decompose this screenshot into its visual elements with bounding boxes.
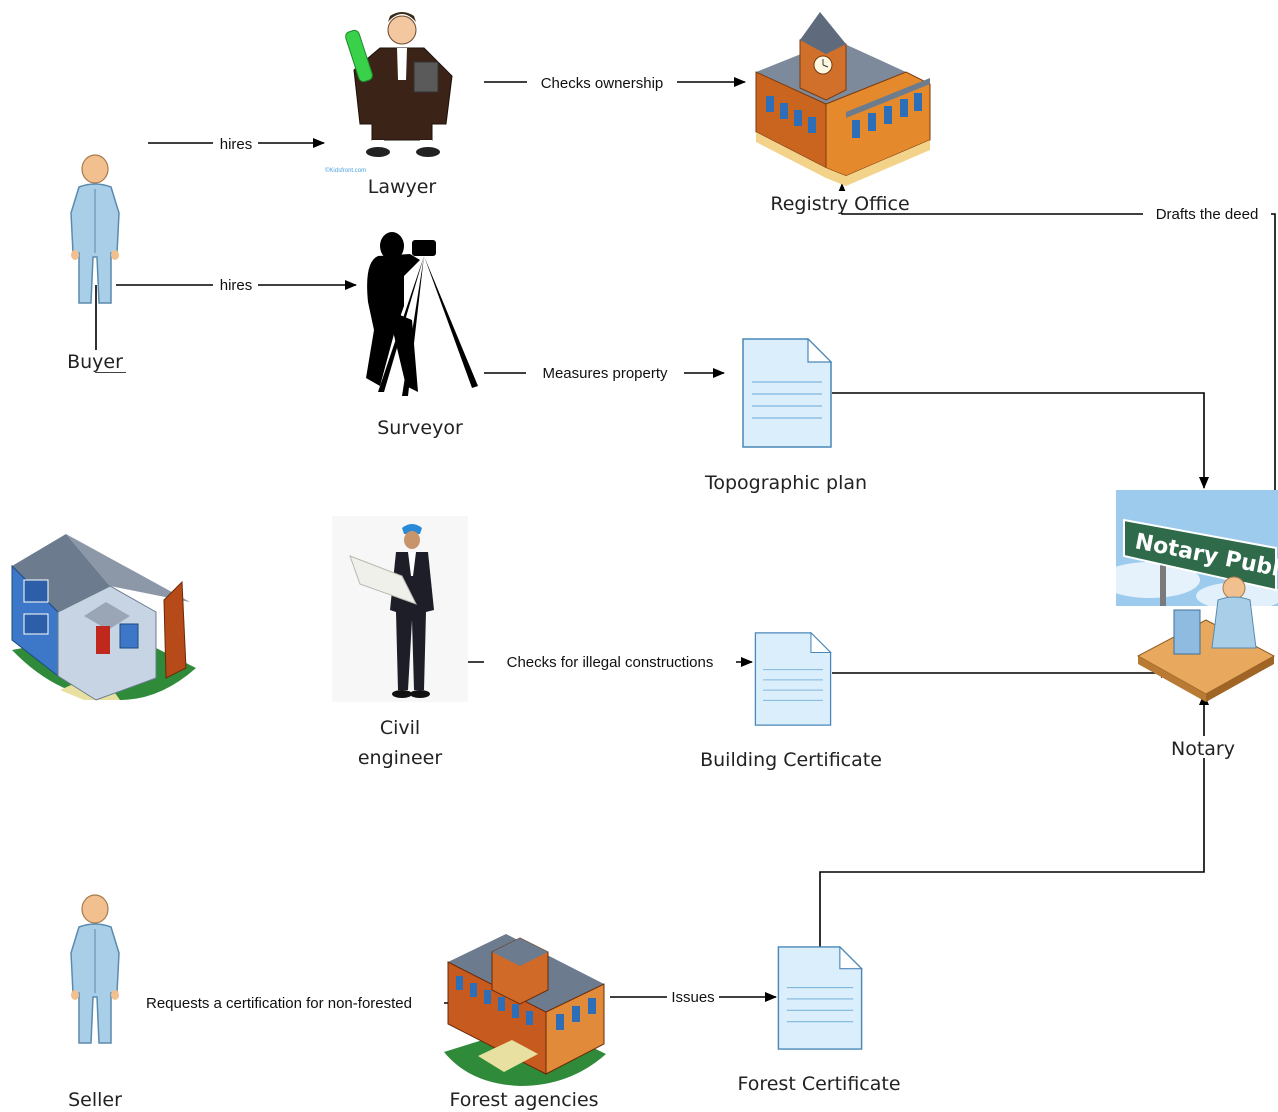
surveyor-node: Surveyor <box>366 232 478 439</box>
forest-agencies-node: Forest agencies <box>444 934 606 1111</box>
building-cert-document-icon <box>754 632 832 726</box>
forest-cert-document-icon <box>777 946 863 1050</box>
topo-label: Topographic plan <box>704 472 867 494</box>
lawyer-node: ©Kidsfront.com Lawyer <box>325 12 453 198</box>
label-engineer-building: Checks for illegal constructions <box>507 654 714 671</box>
registry-node: Registry Office <box>755 12 931 215</box>
seller-person-icon <box>70 894 120 1044</box>
topo-node: Topographic plan <box>704 338 867 494</box>
building-cert-label: Building Certificate <box>700 749 882 771</box>
house-node <box>11 534 196 701</box>
engineer-label-line2: engineer <box>358 747 442 769</box>
buyer-label: Buyer <box>67 351 123 373</box>
notary-sign-image: Notary Public <box>1100 490 1278 610</box>
lawyer-icon: ©Kidsfront.com <box>325 12 453 174</box>
edge-labels: hires hires Checks ownership Drafts the … <box>116 72 1271 1012</box>
label-seller-forest: Requests a certification for non-foreste… <box>146 995 412 1012</box>
building-cert-node: Building Certificate <box>700 632 882 771</box>
forest-cert-node: Forest Certificate <box>737 946 901 1095</box>
notary-label: Notary <box>1171 738 1235 760</box>
courthouse-icon <box>755 12 931 186</box>
surveyor-silhouette-icon <box>366 232 478 396</box>
registry-label: Registry Office <box>770 193 909 215</box>
label-surveyor-topo: Measures property <box>542 365 668 382</box>
label-lawyer-registry: Checks ownership <box>541 75 664 92</box>
topo-document-icon <box>742 338 832 448</box>
buyer-person-icon <box>70 154 120 304</box>
label-buyer-lawyer: hires <box>220 136 253 153</box>
forest-building-icon <box>444 934 606 1086</box>
buyer-node: Buyer <box>64 154 126 373</box>
engineer-node: Civil engineer <box>332 516 468 769</box>
edge-forestcert-notary <box>819 693 1209 948</box>
lawyer-watermark: ©Kidsfront.com <box>325 167 366 174</box>
engineer-label-line1: Civil <box>380 717 420 739</box>
engineer-photo <box>332 516 468 702</box>
lawyer-label: Lawyer <box>368 176 437 198</box>
surveyor-label: Surveyor <box>377 417 463 439</box>
seller-node: Seller <box>68 894 122 1111</box>
notary-node: Notary Public Notary <box>1100 490 1278 760</box>
seller-label: Seller <box>68 1089 122 1111</box>
forest-agencies-label: Forest agencies <box>449 1089 598 1111</box>
edge-notary-registry <box>837 183 1276 490</box>
edge-topo-notary <box>832 392 1209 489</box>
connectors <box>95 77 1276 1004</box>
label-buyer-surveyor: hires <box>220 277 253 294</box>
house-icon <box>11 534 196 701</box>
label-notary-registry: Drafts the deed <box>1156 206 1259 223</box>
notary-desk-icon <box>1136 576 1276 702</box>
label-forest-issues: Issues <box>671 989 714 1006</box>
forest-cert-label: Forest Certificate <box>737 1073 900 1095</box>
